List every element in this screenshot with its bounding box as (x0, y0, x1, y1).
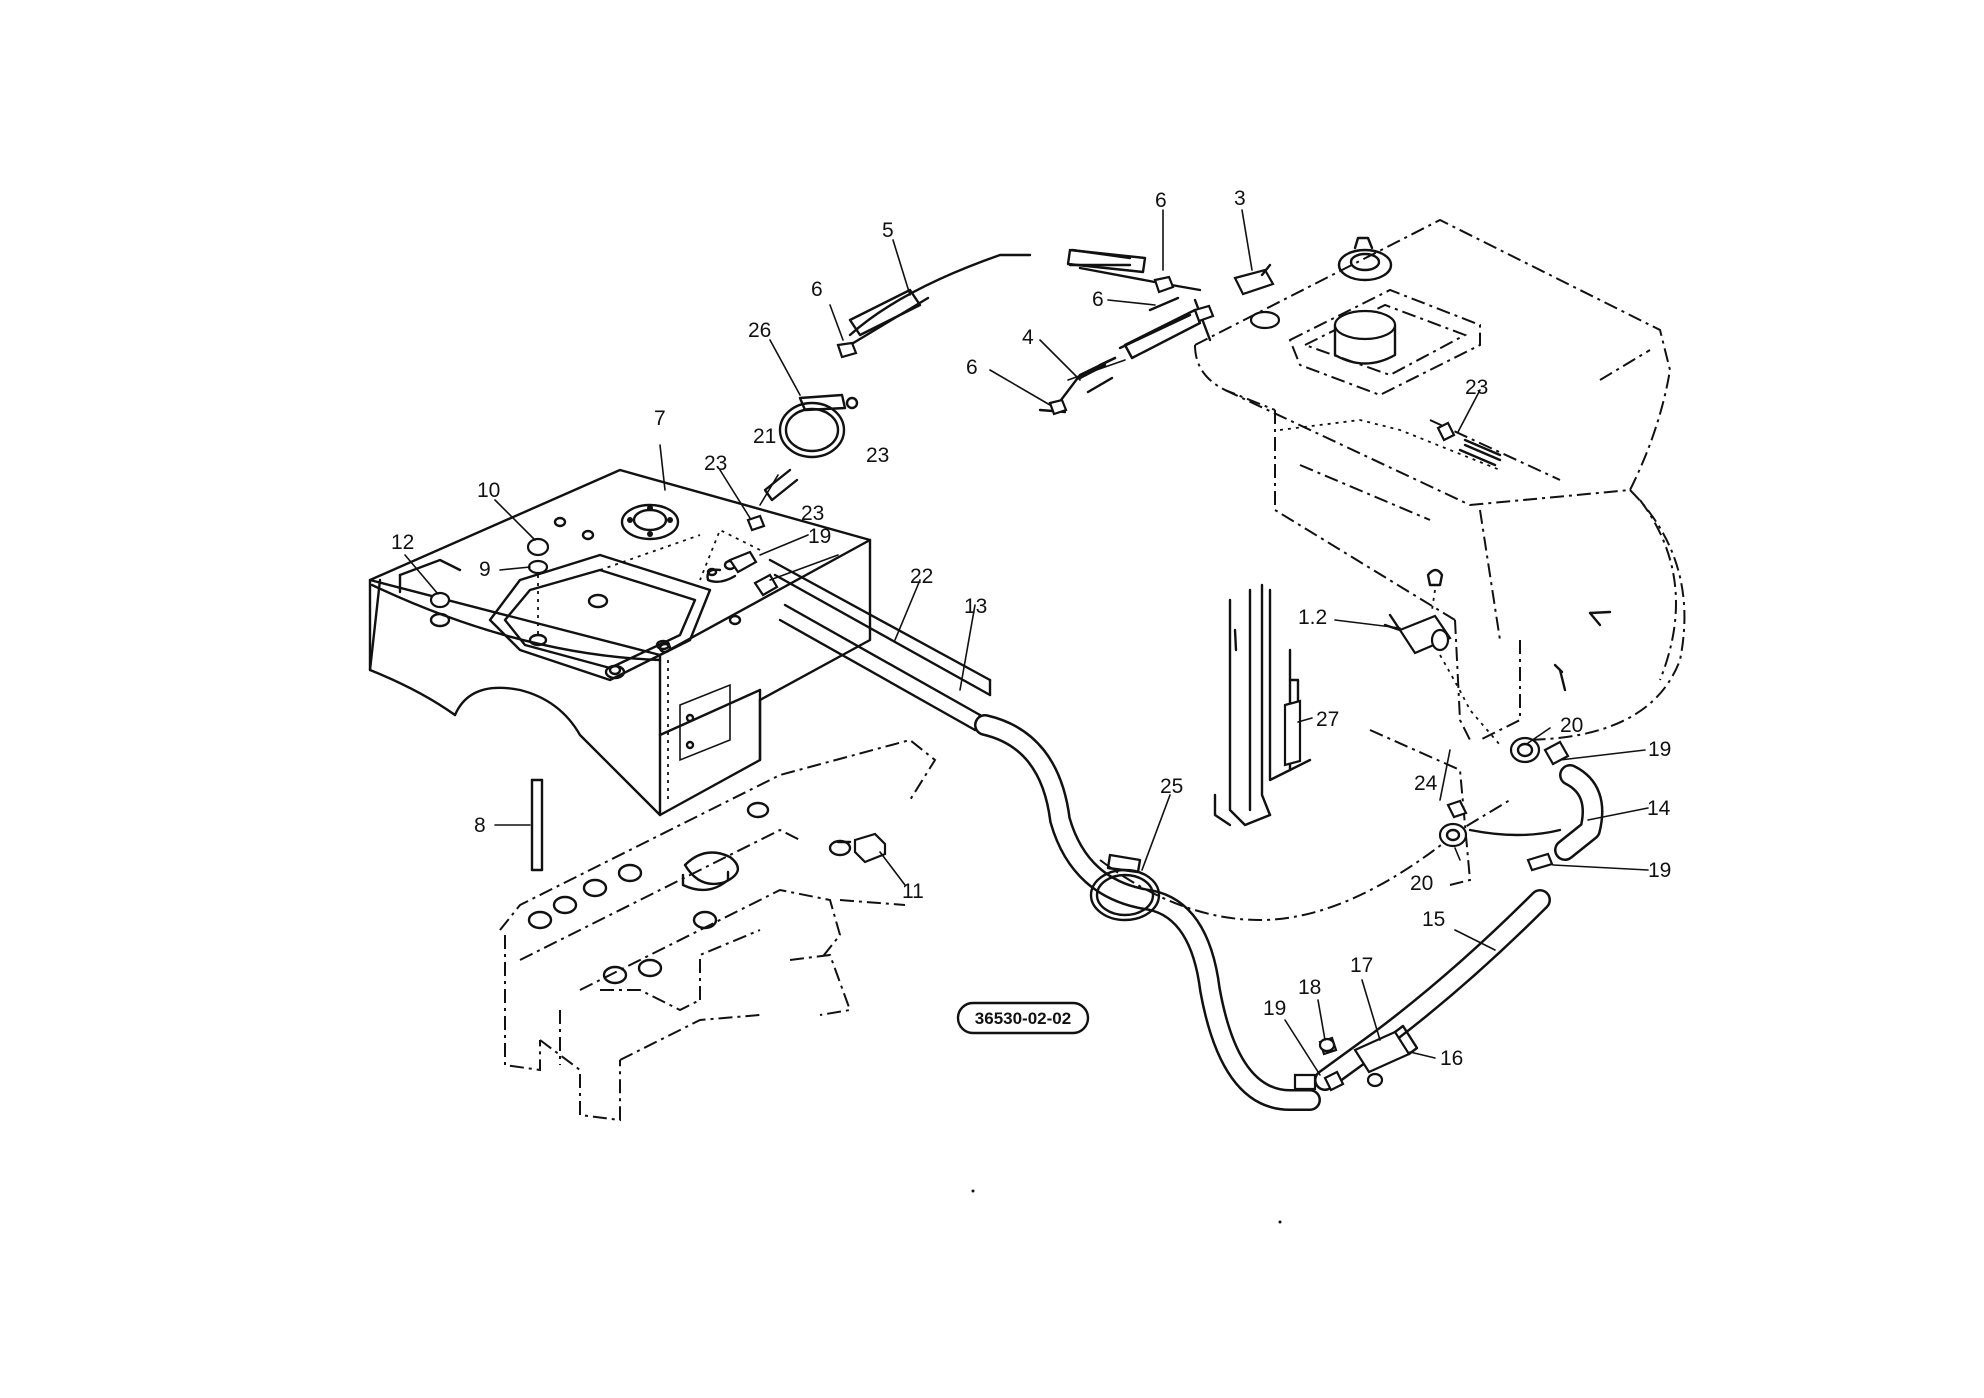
tank-filler-neck (1337, 236, 1393, 282)
callout-19d: 19 (808, 525, 831, 548)
callout-21: 21 (753, 425, 776, 448)
tank-base-plate (368, 468, 872, 817)
frame-bolt-heads (527, 801, 852, 985)
fuel-tank (1194, 218, 1686, 886)
callout-23a: 23 (704, 452, 727, 475)
callout-6b: 6 (1155, 189, 1167, 212)
callout-9: 9 (479, 558, 491, 581)
vent-lines (699, 528, 992, 732)
callout-27: 27 (1316, 708, 1339, 731)
callout-20b: 20 (1410, 872, 1433, 895)
callout-4: 4 (1022, 326, 1034, 349)
speck (1278, 1220, 1282, 1224)
callout-10: 10 (477, 479, 500, 502)
callout-12: 12 (391, 531, 414, 554)
callout-6d: 6 (966, 356, 978, 379)
drawing-reference-stamp: 36530-02-02 (956, 1001, 1090, 1035)
callout-13: 13 (964, 595, 987, 618)
callout-23c: 23 (866, 444, 889, 467)
tube-sections (763, 248, 1502, 502)
callout-26: 26 (748, 319, 771, 342)
callout-23d: 23 (1465, 376, 1488, 399)
callout-19a: 19 (1263, 997, 1286, 1020)
callout-3: 3 (1234, 187, 1246, 210)
callout-1-2: 1.2 (1298, 606, 1327, 629)
callout-25: 25 (1160, 775, 1183, 798)
callout-14: 14 (1647, 797, 1671, 820)
callout-23b: 23 (801, 502, 824, 525)
drain-valve (1398, 614, 1452, 655)
callout-6c: 6 (1092, 288, 1104, 311)
callout-labels: 1.2 3 4 5 6 6 6 6 7 8 9 10 11 12 13 14 1… (391, 187, 1671, 1070)
inline-filter (1353, 1030, 1411, 1074)
callout-24: 24 (1414, 772, 1438, 795)
callout-5: 5 (882, 219, 894, 242)
callout-11: 11 (902, 880, 924, 903)
callout-20a: 20 (1560, 714, 1583, 737)
plate-bolts (553, 516, 742, 680)
callout-19c: 19 (1648, 859, 1671, 882)
tank-sender-cap (1333, 309, 1397, 365)
callout-18: 18 (1298, 976, 1321, 999)
callout-7: 7 (654, 407, 666, 430)
callout-6a: 6 (811, 278, 823, 301)
fuel-lines (848, 248, 1502, 471)
hose-clamp-26 (778, 401, 846, 459)
main-hose (974, 714, 1604, 1111)
callout-16: 16 (1440, 1047, 1463, 1070)
filler-flange-base (620, 503, 680, 541)
fittings (429, 263, 1570, 1092)
callout-22: 22 (910, 565, 933, 588)
speck (971, 1189, 975, 1193)
callout-19b: 19 (1648, 738, 1671, 761)
callout-17: 17 (1350, 954, 1373, 977)
chassis-frame (499, 738, 937, 1122)
callout-8: 8 (474, 814, 486, 837)
callout-15: 15 (1422, 908, 1445, 931)
leader-lines (404, 209, 1649, 1076)
front-bracket-plate (368, 578, 382, 672)
drawing-reference-number: 36530-02-02 (975, 1009, 1071, 1028)
